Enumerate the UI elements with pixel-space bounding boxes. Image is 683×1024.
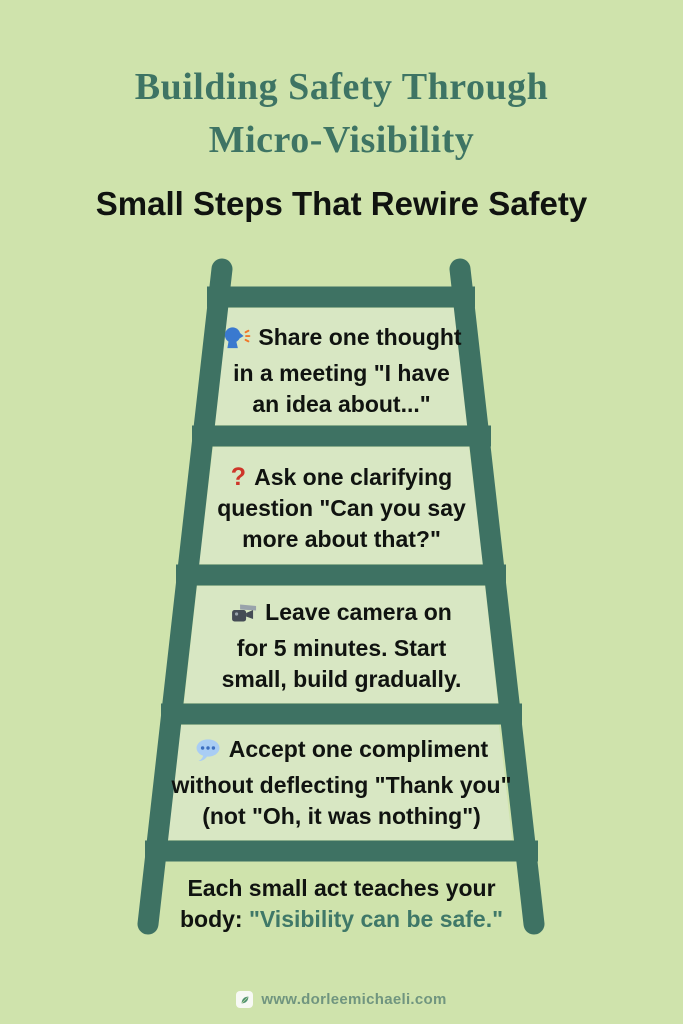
conclusion-line-2: body: "Visibility can be safe." [179,906,504,932]
page-title: Building Safety Through Micro-Visibility [0,61,683,167]
step-2-line-2: question "Can you say [217,495,466,521]
ladder-left-rail [137,258,233,935]
question-mark-icon: ? [230,463,247,491]
step-2-line-1: ?Ask one clarifying [230,463,453,491]
footer: www.dorleemichaeli.com [0,991,683,1008]
step-2-line-3: more about that?" [242,526,441,552]
ladder-panel-3 [184,586,498,703]
ladder-step-1: Share one thought in a meeting "I have a… [221,322,462,420]
ladder-panel-2 [199,447,483,564]
page-title-line2: Micro-Visibility [208,119,475,161]
step-1-line-1: Share one thought [221,322,462,358]
page-title-line1: Building Safety Through [134,66,549,108]
step-3-line-2: for 5 minutes. Start [236,635,447,661]
ladder-panel-4 [168,725,512,840]
page-subtitle: Small Steps That Rewire Safety [95,185,588,222]
conclusion-text: Each small act teaches your body: "Visib… [180,873,503,935]
step-3-line-3: small, build gradually. [221,666,462,692]
step-3-line-1: Leave camera on [222,597,462,633]
speech-bubble-icon [195,738,221,770]
ladder-panel-1 [215,308,467,425]
step-4-line-3: (not "Oh, it was nothing") [202,803,481,829]
speaking-head-icon [221,325,250,358]
step-4-line-2: without deflecting "Thank you" [171,772,512,798]
conclusion-quote: "Visibility can be safe." [248,906,504,932]
website-url: www.dorleemichaeli.com [261,991,447,1008]
step-1-line-3: an idea about..." [252,391,431,417]
leaf-logo-icon [236,991,254,1008]
step-4-line-1: Accept one compliment [172,734,512,770]
ladder-step-3: Leave camera on for 5 minutes. Start sma… [222,597,462,695]
video-camera-icon [231,602,257,633]
ladder-step-4: Accept one compliment without deflecting… [172,734,512,832]
conclusion-line-1: Each small act teaches your [187,875,496,901]
ladder-step-2: ?Ask one clarifying question "Can you sa… [217,462,466,555]
ladder-right-rail [449,258,545,935]
step-1-line-2: in a meeting "I have [233,360,450,386]
